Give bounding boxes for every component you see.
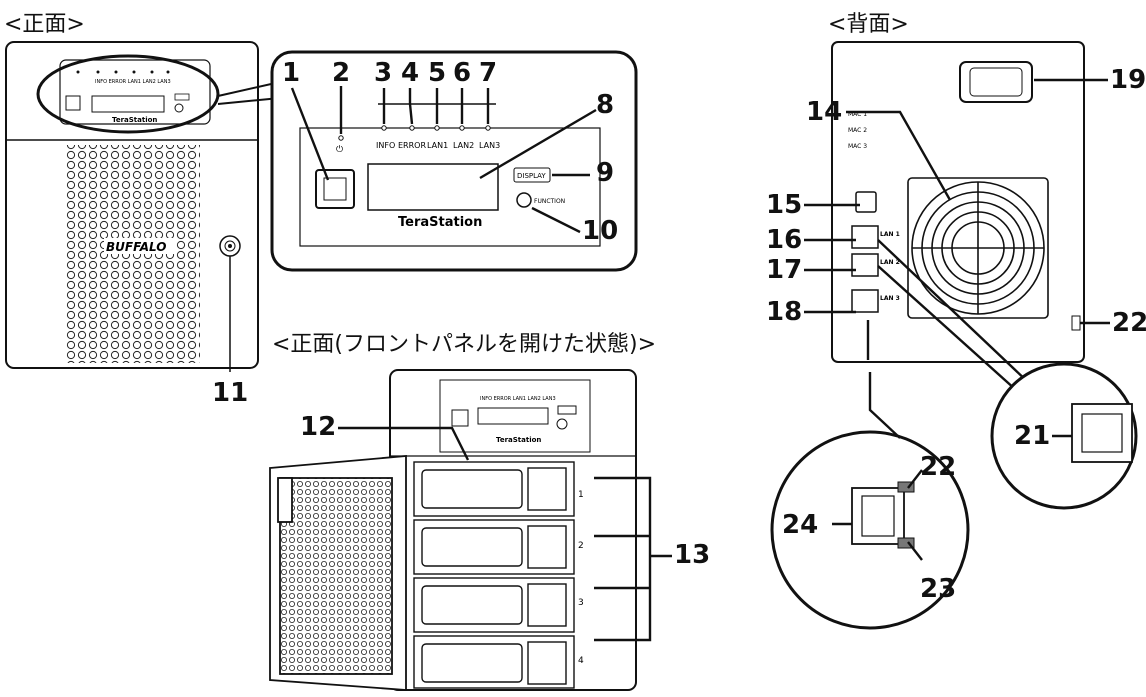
- callout-22-back: 22: [1112, 308, 1146, 338]
- callout-15: 15: [766, 190, 803, 220]
- back-lan-label-3: LAN 3: [880, 295, 900, 302]
- front-zoom-panel: ⏻ INFO ERROR LAN1 LAN2 LAN3 TeraStation …: [270, 50, 638, 272]
- back-lan-label-2: LAN 2: [880, 259, 900, 266]
- back-lan-label-1: LAN 1: [880, 231, 900, 238]
- mac-label-3: MAC 3: [848, 143, 867, 150]
- open-brand-logo: TeraStation: [496, 436, 541, 444]
- callout-13: 13: [674, 540, 711, 570]
- svg-text:⏻: ⏻: [336, 144, 343, 155]
- callout-18: 18: [766, 297, 803, 327]
- callout-16: 16: [766, 225, 803, 255]
- svg-text:INFO ERROR LAN1 LAN2 LAN3: INFO ERROR LAN1 LAN2 LAN3: [480, 396, 556, 402]
- drive-bays: [413, 461, 575, 689]
- bay-number-4: 4: [578, 656, 584, 666]
- lan-port-3: [851, 289, 879, 313]
- svg-text:INFO ERROR LAN1 LAN2 LAN3: INFO ERROR LAN1 LAN2 LAN3: [95, 79, 171, 85]
- front-maker-logo: BUFFALO: [106, 240, 166, 254]
- bay-number-2: 2: [578, 541, 584, 551]
- bay-number-1: 1: [578, 490, 584, 500]
- callout-24: 24: [782, 510, 819, 540]
- bay-number-3: 3: [578, 598, 584, 608]
- callout-1: 1: [282, 58, 301, 88]
- callout-9: 9: [596, 158, 615, 188]
- callout-10: 10: [582, 216, 619, 246]
- callout-14: 14: [806, 97, 843, 127]
- callout-19: 19: [1110, 65, 1146, 95]
- function-button-label: FUNCTION: [534, 198, 565, 205]
- front-title: <正面>: [4, 12, 85, 37]
- lan-port-1: [851, 225, 879, 249]
- front-brand-logo: TeraStation: [112, 116, 157, 124]
- callout-21: 21: [1014, 421, 1051, 451]
- callout-7: 7: [479, 58, 498, 88]
- front-open-title: <正面(フロントパネルを開けた状態)>: [272, 332, 657, 357]
- callout-6: 6: [453, 58, 472, 88]
- callout-2: 2: [332, 58, 351, 88]
- display-button-label: DISPLAY: [517, 172, 546, 180]
- display-button: [513, 167, 551, 183]
- callout-3: 3: [374, 58, 393, 88]
- callout-23: 23: [920, 574, 957, 604]
- lan-port-2: [851, 253, 879, 277]
- callout-5: 5: [428, 58, 447, 88]
- back-unit: MAC 1 MAC 2 MAC 3 LAN 1 LAN 2 LAN 3: [770, 41, 1138, 630]
- led-label-info: INFO: [376, 141, 395, 150]
- front-door: [269, 455, 407, 691]
- mac-label-2: MAC 2: [848, 127, 867, 134]
- callout-12: 12: [300, 412, 337, 442]
- function-button: [516, 192, 532, 208]
- lcd-display: [367, 163, 499, 211]
- callout-4: 4: [401, 58, 420, 88]
- front-unit: INFO ERROR LAN1 LAN2 LAN3 TeraStation BU…: [5, 41, 281, 372]
- led-label-error: ERROR: [398, 141, 426, 150]
- callout-22-zoom: 22: [920, 452, 957, 482]
- callout-11: 11: [212, 378, 249, 408]
- front-open-unit: INFO ERROR LAN1 LAN2 LAN3 TeraStation 1 …: [269, 369, 672, 691]
- callout-17: 17: [766, 255, 803, 285]
- security-slot: [1071, 315, 1081, 331]
- led-label-lan2: LAN2: [453, 141, 474, 150]
- led-label-lan1: LAN1: [427, 141, 448, 150]
- cooling-fan: [907, 177, 1049, 319]
- mac-label-1: MAC 1: [848, 111, 867, 118]
- callout-8: 8: [596, 90, 615, 120]
- usb-port: [855, 191, 877, 213]
- led-label-lan3: LAN3: [479, 141, 500, 150]
- panel-brand-logo: TeraStation: [398, 215, 482, 230]
- back-title: <背面>: [828, 12, 909, 37]
